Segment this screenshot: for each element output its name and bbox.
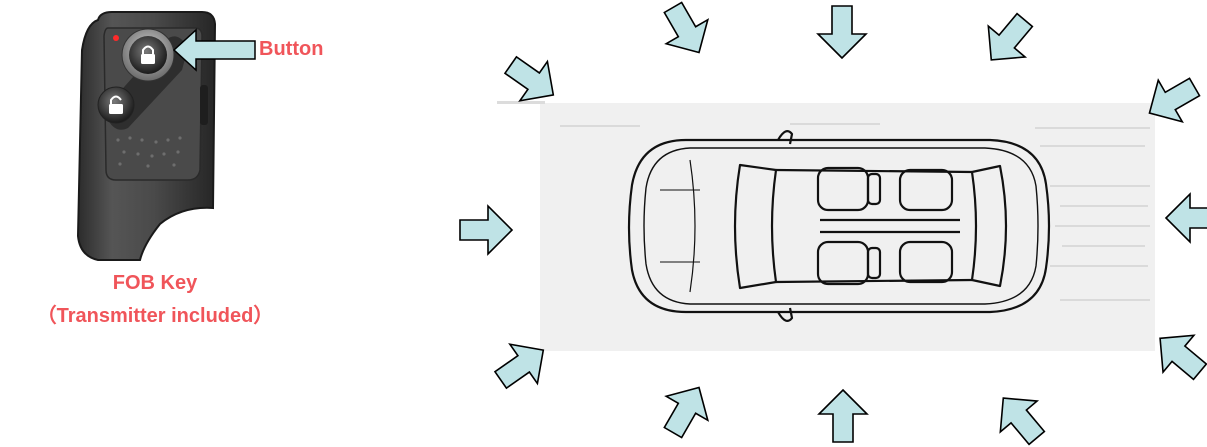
- arrow-bottom-center: [819, 390, 867, 442]
- arrow-bottom-left: [652, 375, 720, 444]
- arrow-bottom-right: [985, 383, 1055, 447]
- vehicle-diagram: [440, 0, 1207, 447]
- button-label: Button: [259, 38, 323, 61]
- led-indicator: [113, 35, 119, 41]
- arrow-top-left: [652, 0, 720, 65]
- unlock-icon[interactable]: [98, 87, 134, 123]
- arrow-top-right: [973, 5, 1043, 76]
- fob-key-panel: Button FOB Key （Transmitter included）: [0, 0, 430, 447]
- arrow-right: [1166, 194, 1207, 242]
- fob-key-illustration: [60, 10, 260, 265]
- fob-key-subtitle: （Transmitter included）: [0, 299, 310, 328]
- lock-icon[interactable]: [122, 29, 174, 81]
- fob-key-title: FOB Key: [0, 272, 310, 295]
- arrow-top-center: [818, 6, 866, 58]
- arrow-left: [460, 206, 512, 254]
